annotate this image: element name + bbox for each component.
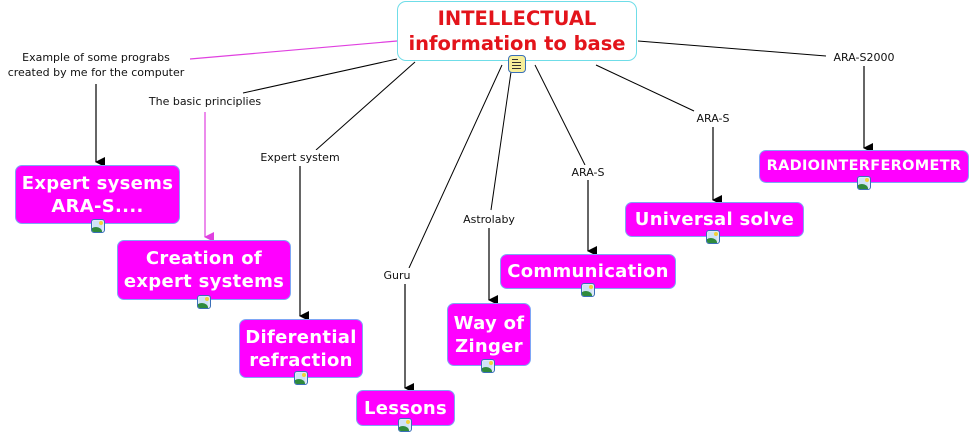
link-root-to-astrolaby-label [490,71,512,211]
link-root-to-aras-communication-label [534,64,586,166]
concept-node-way-of-zinger[interactable]: Way of Zinger [447,303,531,366]
image-icon[interactable] [581,283,595,297]
concept-node-lessons[interactable]: Lessons [356,390,455,426]
link-label-expert-system[interactable]: Expert system [260,150,340,165]
link-label-aras-universal[interactable]: ARA-S [696,111,730,126]
node-text: Diferential refraction [245,326,357,371]
concept-node-communication[interactable]: Communication [500,254,676,289]
link-root-to-basic-principles-label [242,58,398,94]
node-text: Universal solve [634,209,795,230]
link-label-aras-communication[interactable]: ARA-S [571,165,605,180]
document-note-icon[interactable] [508,55,526,73]
image-icon[interactable] [91,219,105,233]
image-icon[interactable] [197,295,211,309]
link-root-to-example-label [189,40,398,60]
link-root-to-aras2000-label [637,40,827,57]
image-icon[interactable] [398,418,412,432]
root-title-line2: information to base [408,32,626,55]
link-root-to-expert-system-label [315,61,416,151]
link-label-example-programs[interactable]: Example of some prograbs created by me f… [7,50,185,80]
concept-node-creation-of-expert-systems[interactable]: Creation of expert systems [117,240,291,300]
concept-node-diferential-refraction[interactable]: Diferential refraction [239,319,363,378]
link-label-aras2000[interactable]: ARA-S2000 [833,50,895,65]
node-text: Communication [507,261,669,282]
node-text: Way of Zinger [453,312,525,357]
image-icon[interactable] [706,230,720,244]
node-text: Lessons [363,397,448,419]
root-title-line1: INTELLECTUAL [437,7,597,30]
image-icon[interactable] [481,359,495,373]
link-label-astrolaby[interactable]: Astrolaby [463,212,515,227]
concept-node-universal-solve[interactable]: Universal solve [625,202,804,237]
link-root-to-guru-label [408,64,503,269]
root-concept-node[interactable]: INTELLECTUAL information to base [397,1,637,61]
link-label-guru[interactable]: Guru [383,268,411,283]
node-text: Expert sysems ARA-S.... [21,172,174,217]
image-icon[interactable] [857,176,871,190]
node-text: Creation of expert systems [123,248,285,292]
link-label-basic-principles[interactable]: The basic principlies [148,94,262,109]
node-text: RADIOINTERFEROMETR [766,158,962,174]
concept-node-expert-sysems[interactable]: Expert sysems ARA-S.... [15,165,180,224]
link-root-to-aras-universal-label [595,64,695,112]
image-icon[interactable] [294,371,308,385]
